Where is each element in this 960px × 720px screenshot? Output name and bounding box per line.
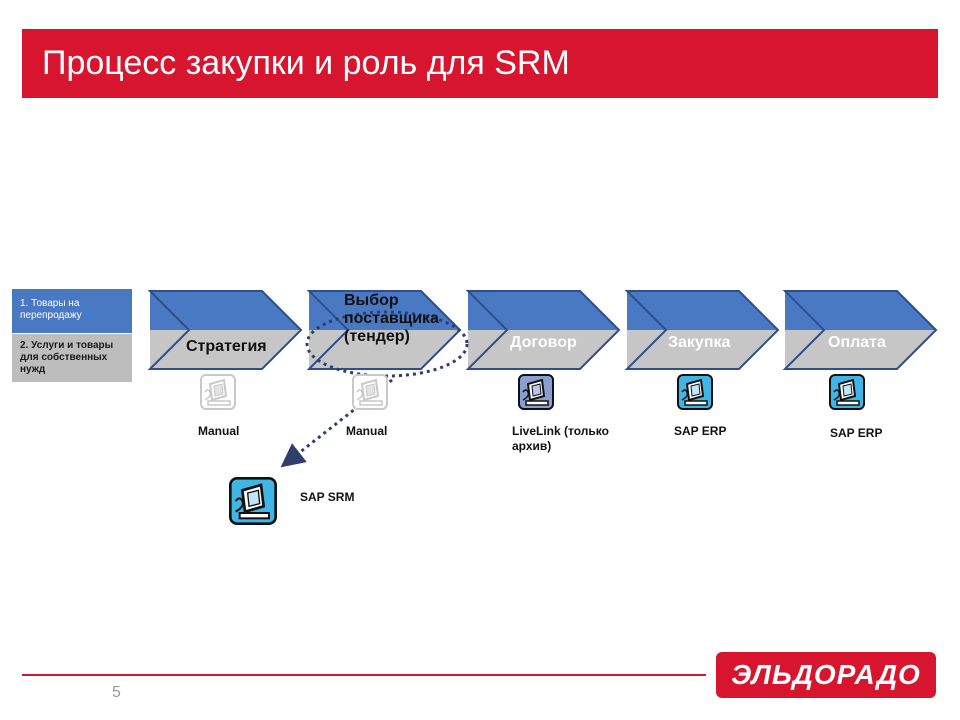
chevron-contract xyxy=(465,290,621,370)
step-label-supplier-selection: Выбор поставщика (тендер) xyxy=(344,292,439,345)
system-label-sap-srm: SAP SRM xyxy=(300,490,355,504)
highlight-ellipse xyxy=(305,310,469,378)
system-label-livelink: LiveLink (только архив) xyxy=(512,424,609,453)
system-label-sap-erp-2: SAP ERP xyxy=(830,426,883,440)
computer-icon-inactive xyxy=(200,374,236,410)
chevron-payment xyxy=(782,290,938,370)
system-label-manual-1: Manual xyxy=(198,424,240,438)
chevron-strategy xyxy=(147,290,303,370)
segment-resale: 1. Товары на перепродажу xyxy=(12,289,132,333)
step-label-payment: Оплата xyxy=(828,334,886,351)
segment-own-needs: 2. Услуги и товары для собственных нужд xyxy=(12,333,132,382)
computer-icon-livelink xyxy=(518,374,554,410)
step-label-contract: Договор xyxy=(510,334,577,351)
computer-icon-sap-erp xyxy=(677,374,713,410)
computer-icon-sap-erp xyxy=(829,374,865,410)
system-label-manual-2: Manual xyxy=(346,424,388,438)
page-number: 5 xyxy=(112,684,121,701)
system-label-sap-erp-1: SAP ERP xyxy=(674,424,727,438)
page-title: Процесс закупки и роль для SRM xyxy=(22,29,938,98)
computer-icon-sap-srm xyxy=(229,477,277,525)
step-label-purchase: Закупка xyxy=(668,334,731,351)
segment-legend: 1. Товары на перепродажу 2. Услуги и тов… xyxy=(12,289,132,382)
chevron-purchase xyxy=(624,290,780,370)
step-label-strategy: Стратегия xyxy=(186,338,267,355)
footer-divider xyxy=(22,674,706,676)
eldorado-logo: ЭЛЬДОРАДО xyxy=(716,652,936,698)
computer-icon-inactive xyxy=(352,374,388,410)
chevron-supplier-selection xyxy=(306,290,462,370)
